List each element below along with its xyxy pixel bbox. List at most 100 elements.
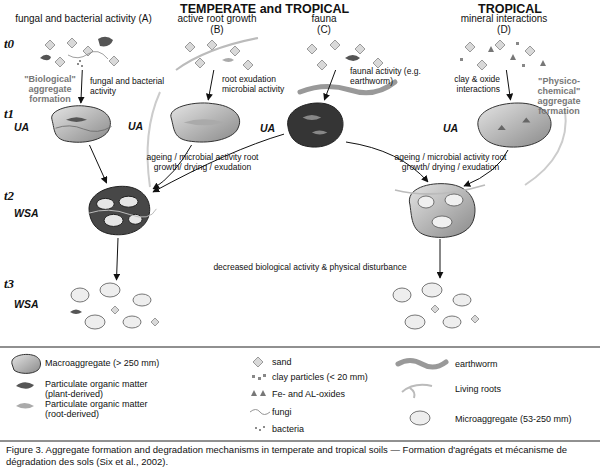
flow-arrow — [81, 70, 82, 103]
rule — [0, 441, 600, 442]
legend-microaggregate — [410, 411, 430, 425]
edge-label: clay & oxide interactions — [434, 74, 500, 94]
flow-arrow — [153, 145, 192, 189]
particles-c — [307, 40, 383, 70]
particles — [431, 305, 479, 323]
particle-cluster: active root growth (B) — [172, 36, 262, 70]
microaggregates — [71, 283, 151, 329]
aggregate-shape — [45, 103, 115, 145]
microaggregate — [104, 214, 123, 226]
bacteria — [77, 60, 83, 67]
pom-plant — [345, 55, 360, 61]
macroaggregate — [409, 184, 475, 238]
aggregate-node: WSA — [85, 183, 153, 238]
pom-plant — [303, 115, 322, 120]
legend-text: clay particles (< 20 mm) — [272, 372, 382, 382]
aggregate-shape — [163, 100, 245, 145]
fungi — [56, 126, 112, 132]
aggregate-shape — [284, 100, 346, 150]
pom-plant — [70, 310, 82, 315]
legend-text: bacteria — [272, 424, 382, 434]
aggregate-outline — [288, 103, 343, 147]
legend-pom-root — [16, 403, 34, 409]
time-step: t0 — [4, 36, 14, 52]
aggregate-label: UA — [443, 122, 469, 134]
particles-d — [465, 40, 535, 70]
microaggregate — [119, 196, 138, 207]
aggregate-label: UA — [260, 122, 282, 134]
microaggregates — [418, 194, 463, 228]
pom-plant — [98, 37, 113, 47]
edge-label: root exudation microbial activity — [222, 74, 292, 94]
process-note: decreased biological activity & physical… — [175, 262, 445, 272]
legend-text: Particulate organic matter (root-derived… — [45, 399, 165, 419]
pom-root — [184, 119, 225, 125]
process-note: ageing / microbial activity root growth/… — [140, 152, 265, 172]
aggregate-node: UA — [163, 100, 245, 145]
flow-arrow — [440, 239, 441, 278]
aggregate-label: UA — [128, 120, 154, 132]
oxides — [498, 118, 531, 131]
fungi — [68, 51, 108, 59]
pom-plant — [66, 117, 87, 122]
legend-text: sand — [272, 357, 382, 367]
figure-caption: Figure 3. Aggregate formation and degrad… — [6, 444, 594, 467]
aggregate-label: WSA — [14, 207, 49, 219]
legend-text: Macroaggregate (> 250 mm) — [45, 358, 235, 368]
column-heading: fungal and bacterial activity (A) — [11, 13, 156, 24]
section-heading: TROPICAL — [478, 2, 542, 16]
aggregate-label: UA — [14, 121, 40, 133]
particle-cluster: mineral interactions (D) — [458, 36, 550, 70]
aggregate-outline — [52, 106, 111, 142]
legend-macroaggregate — [12, 354, 41, 373]
legend-oxides — [251, 390, 266, 396]
flow-arrow — [116, 238, 118, 280]
legend-text: Microaggregate (53-250 mm) — [455, 414, 595, 424]
flow-arrow — [208, 70, 214, 100]
aggregate-label: WSA — [14, 298, 49, 310]
living-root — [395, 185, 485, 194]
flow-arrow — [153, 134, 284, 192]
particle-cluster: fauna (C) — [296, 36, 388, 70]
legend-text: earthworm — [455, 359, 595, 369]
process-note: "Biological" aggregate formation — [22, 74, 78, 104]
microaggregates — [393, 283, 471, 329]
time-step: t2 — [4, 188, 14, 204]
particle-cluster: WSA — [68, 280, 163, 335]
clay — [460, 42, 525, 67]
section-heading: TEMPERATE and TROPICAL — [180, 2, 349, 16]
legend-text: fungi — [272, 407, 382, 417]
column-heading: active root growth (B) — [172, 13, 262, 35]
legend-text: Particulate organic matter (plant-derive… — [45, 379, 165, 399]
legend-fungi — [250, 410, 270, 415]
oxides — [488, 46, 546, 66]
flow-arrow — [89, 145, 106, 183]
aggregate-node: UA — [284, 100, 346, 150]
time-step: t1 — [4, 106, 14, 122]
process-note: "Physico-chemical" aggregate formation — [520, 76, 598, 116]
aggregate-node: UA — [45, 103, 115, 145]
pom-root — [222, 58, 234, 62]
pom-plant — [312, 131, 328, 135]
edge-label: faunal activity (e.g. earthworm) — [350, 66, 426, 86]
microaggregate — [97, 198, 115, 209]
aggregate-shape — [85, 183, 153, 238]
legend-clay — [252, 374, 266, 380]
pom-plant — [40, 55, 51, 61]
legend-sand — [253, 357, 263, 367]
legend-pom-plant — [16, 382, 34, 389]
legend-roots — [402, 385, 432, 398]
legend-text: Fe- and AL-oxides — [272, 389, 382, 399]
living-root — [176, 38, 258, 70]
living-root — [148, 92, 160, 187]
flow-arrow — [324, 70, 335, 100]
column-heading: fauna (C) — [306, 13, 342, 35]
legend-text: Living roots — [455, 384, 595, 394]
particle-cluster: fungal and bacterial activity (A) — [38, 36, 128, 70]
flow-arrow — [506, 70, 510, 100]
time-step: t3 — [4, 276, 14, 292]
process-note: ageing / microbial activity root growth/… — [388, 152, 513, 172]
particles-b — [185, 40, 253, 70]
